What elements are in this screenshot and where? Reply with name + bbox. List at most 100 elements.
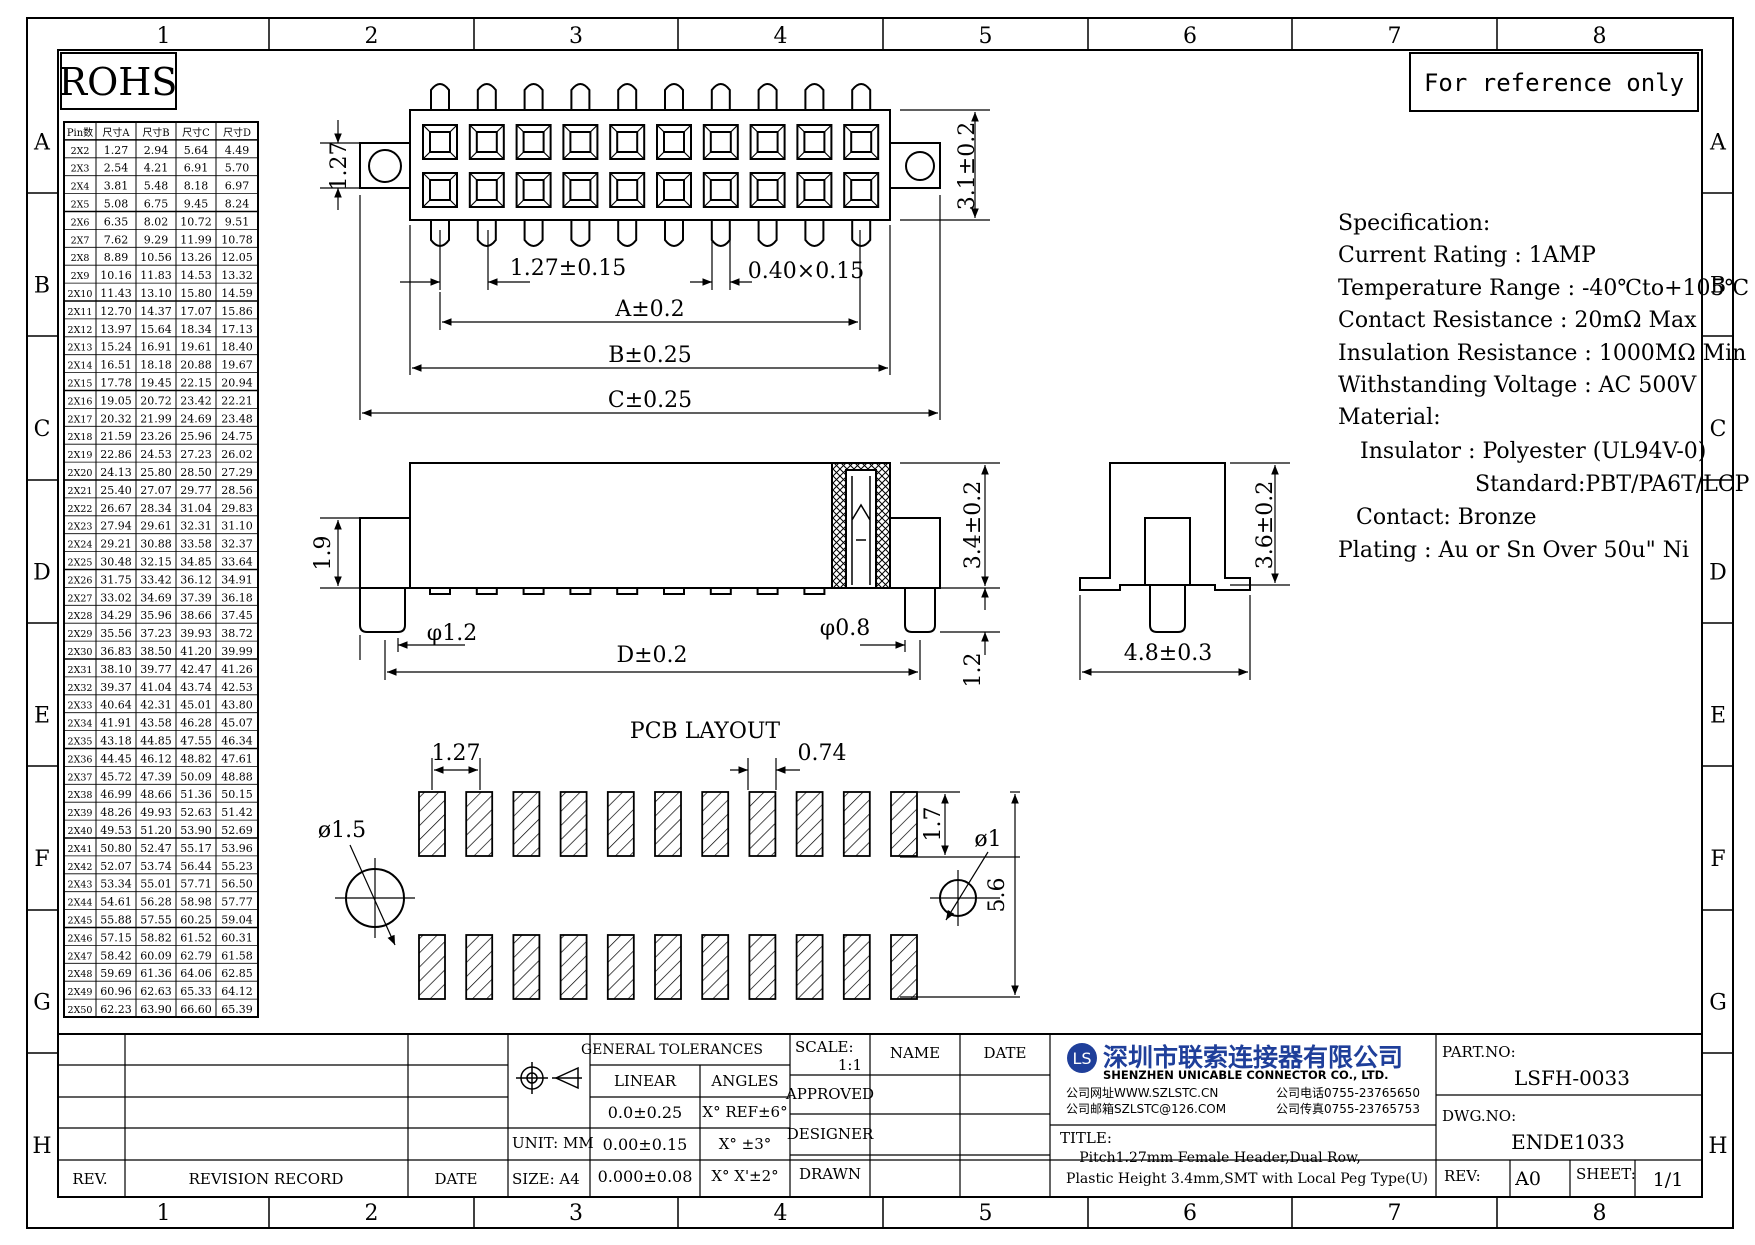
pin-table-cell: 5.08 bbox=[104, 198, 129, 211]
pin-table-cell: 25.40 bbox=[100, 484, 132, 497]
reference-note-box: For reference only bbox=[1409, 52, 1699, 112]
pin-table-cell: 2X32 bbox=[68, 683, 93, 694]
pin-table-cell: 5.48 bbox=[144, 180, 169, 193]
pin-table-cell: 19.45 bbox=[140, 377, 172, 390]
pin-table-cell: 2X41 bbox=[68, 844, 93, 855]
pin-table-cell: 2X8 bbox=[71, 253, 90, 264]
pin-table-cell: 33.42 bbox=[140, 573, 172, 586]
spec-line-5: Withstanding Voltage : AC 500V bbox=[1338, 373, 1697, 398]
pin-table-cell: 15.86 bbox=[221, 305, 253, 318]
pin-table-cell: 25.80 bbox=[140, 466, 172, 479]
pin-table-cell: 14.59 bbox=[221, 287, 253, 300]
linear-label: LINEAR bbox=[614, 1072, 677, 1090]
pin-table-cell: 43.18 bbox=[100, 735, 132, 748]
pin-table-cell: 2X12 bbox=[68, 325, 93, 336]
pin-table-cell: 41.91 bbox=[100, 717, 132, 730]
side-pins bbox=[429, 587, 826, 595]
dim-top-pitch-height: 1.27 bbox=[327, 142, 352, 191]
pin-table-cell: 19.61 bbox=[180, 341, 212, 354]
pin-table-cell: 58.98 bbox=[180, 896, 212, 909]
pin-table-cell: 33.02 bbox=[100, 591, 132, 604]
scale-value: 1:1 bbox=[838, 1056, 862, 1074]
pin-table-cell: 24.53 bbox=[140, 448, 172, 461]
pin-table-cell: 61.36 bbox=[140, 967, 172, 980]
pin-table-cell: 11.99 bbox=[180, 233, 212, 246]
tolerance-3: 0.000±0.08 bbox=[598, 1167, 693, 1186]
pin-table-cell: 20.72 bbox=[140, 394, 172, 407]
top-view bbox=[320, 83, 990, 420]
pin-table-cell: 4.49 bbox=[225, 144, 250, 157]
pin-table-cell: 7.62 bbox=[104, 233, 129, 246]
dim-side-peg: 1.9 bbox=[311, 536, 336, 571]
pin-table-cell: 22.86 bbox=[100, 448, 132, 461]
pin-table-cell: 12.70 bbox=[100, 305, 132, 318]
pin-table-cell: 2X25 bbox=[68, 558, 93, 569]
pin-table-cell: 66.60 bbox=[180, 1003, 212, 1016]
pin-table-cell: 45.01 bbox=[180, 699, 212, 712]
pin-table-cell: 37.39 bbox=[180, 591, 212, 604]
pin-table-cell: 65.33 bbox=[180, 985, 212, 998]
pin-table-cell: 2X4 bbox=[71, 182, 90, 193]
unit-label: UNIT: MM bbox=[512, 1134, 594, 1152]
pin-table-cell: 5.70 bbox=[225, 162, 250, 175]
pin-table-cell: 2X9 bbox=[71, 271, 90, 282]
pin-table-cell: 2X16 bbox=[68, 396, 93, 407]
pin-table-cell: 2X19 bbox=[68, 450, 93, 461]
pin-table-cell: 14.53 bbox=[180, 269, 212, 282]
pin-table-cell: 2X5 bbox=[71, 200, 90, 211]
side-view-labels: 1.9 3.4±0.2 1.2 φ1.2 φ0.8 D±0.2 bbox=[311, 481, 986, 688]
pin-table-cell: 2X47 bbox=[68, 951, 93, 962]
pin-table-cell: 2X27 bbox=[68, 593, 93, 604]
pin-table-cell: 9.51 bbox=[225, 215, 250, 228]
angles-label: ANGLES bbox=[710, 1072, 778, 1090]
pin-table-cell: 35.96 bbox=[140, 609, 172, 622]
pin-table-cell: 62.23 bbox=[100, 1003, 132, 1016]
pin-table-cell: 2X40 bbox=[68, 826, 93, 837]
column-label-3-bottom: 3 bbox=[569, 1201, 583, 1226]
pin-table-cell: 41.26 bbox=[221, 663, 253, 676]
pcb-title: PCB LAYOUT bbox=[630, 719, 781, 744]
pin-table-cell: 58.82 bbox=[140, 931, 172, 944]
pin-table-cell: 2X38 bbox=[68, 790, 93, 801]
reference-note: For reference only bbox=[1424, 69, 1684, 97]
date-column-label: DATE bbox=[435, 1170, 478, 1188]
pin-table-cell: 27.29 bbox=[221, 466, 253, 479]
company-email: 公司邮箱SZLSTC@126.COM bbox=[1066, 1101, 1226, 1116]
pin-table-cell: 53.96 bbox=[221, 842, 253, 855]
pin-table-cell: 56.28 bbox=[140, 896, 172, 909]
pin-table-cell: 2X24 bbox=[68, 540, 93, 551]
pin-table-cell: 53.90 bbox=[180, 824, 212, 837]
spec-line-9: Contact: Bronze bbox=[1356, 505, 1536, 530]
pin-table-cell: 10.78 bbox=[221, 233, 253, 246]
pin-table-cell: 50.09 bbox=[180, 770, 212, 783]
pin-table-cell: 13.10 bbox=[140, 287, 172, 300]
dim-pcb-hole-small: ø1 bbox=[974, 827, 1001, 852]
pin-table-cell: 2X42 bbox=[68, 862, 93, 873]
title-line-1: Pitch1.27mm Female Header,Dual Row, bbox=[1079, 1150, 1361, 1166]
pin-table-cell: 64.06 bbox=[180, 967, 212, 980]
pin-table-cell: 13.32 bbox=[221, 269, 253, 282]
pin-table-cell: 2X26 bbox=[68, 575, 93, 586]
pin-table-cell: 2X18 bbox=[68, 432, 93, 443]
company-logo-icon: LS bbox=[1067, 1043, 1097, 1073]
angle-tolerance-3: X° X'±2° bbox=[711, 1167, 778, 1185]
pin-table-cell: 21.59 bbox=[100, 430, 132, 443]
column-label-1-bottom: 1 bbox=[157, 1201, 171, 1226]
pin-table-cell: 34.91 bbox=[221, 573, 253, 586]
title-block bbox=[58, 1033, 1702, 1197]
dim-hole-b: φ0.8 bbox=[820, 616, 870, 641]
pin-table-cell: 23.42 bbox=[180, 394, 212, 407]
pin-table-cell: 2X33 bbox=[68, 701, 93, 712]
revision-record-label: REVISION RECORD bbox=[189, 1170, 344, 1188]
pin-table-cell: 51.42 bbox=[221, 806, 253, 819]
dim-b: B±0.25 bbox=[608, 343, 692, 368]
projection-symbol-icon bbox=[516, 1062, 582, 1094]
pin-table-cell: 36.83 bbox=[100, 645, 132, 658]
pin-table-cell: 2X29 bbox=[68, 629, 93, 640]
pin-table-cell: 2X43 bbox=[68, 880, 93, 891]
row-label-E-left: E bbox=[34, 704, 50, 729]
row-label-B-right: B bbox=[1710, 274, 1726, 299]
row-label-B-left: B bbox=[34, 274, 50, 299]
pin-table-cell: 6.91 bbox=[184, 162, 209, 175]
dim-pitch: 1.27±0.15 bbox=[510, 256, 626, 281]
